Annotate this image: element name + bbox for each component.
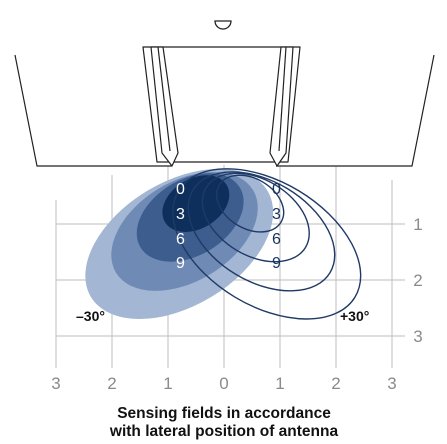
field-label-right-3: 3 xyxy=(272,206,281,223)
field-label-left-6: 6 xyxy=(176,231,185,248)
field-right-outer xyxy=(172,168,362,320)
field-right-band2 xyxy=(187,171,336,292)
x-tick: 1 xyxy=(275,374,284,393)
y-tick: 2 xyxy=(413,271,422,290)
y-tick: 3 xyxy=(413,327,422,346)
angle-label-right: +30° xyxy=(340,308,369,324)
caption-line-1: Sensing fields in accordance xyxy=(117,405,331,422)
field-label-left-3: 3 xyxy=(176,206,185,223)
caption-line-2: with lateral position of antenna xyxy=(109,423,339,440)
sensing-field-left xyxy=(85,168,274,320)
x-axis-ticks: 3 2 1 0 1 2 3 xyxy=(51,374,396,393)
field-labels-right: 0 3 6 9 xyxy=(272,181,281,272)
field-label-right-9: 9 xyxy=(272,255,281,272)
angle-label-left: –30° xyxy=(76,308,105,324)
field-labels-left: 0 3 6 9 xyxy=(176,181,185,272)
vehicle-structure xyxy=(0,46,447,167)
x-tick: 1 xyxy=(163,374,172,393)
center-housing xyxy=(142,46,301,163)
field-label-left-0: 0 xyxy=(176,181,185,198)
x-tick: 3 xyxy=(51,374,60,393)
field-right-core xyxy=(216,174,285,233)
x-tick: 3 xyxy=(387,374,396,393)
field-label-right-6: 6 xyxy=(272,231,281,248)
field-label-right-0: 0 xyxy=(272,181,281,198)
y-axis-ticks: 1 2 3 xyxy=(413,215,422,346)
sensor-dome-icon xyxy=(214,20,232,30)
y-tick: 1 xyxy=(413,215,422,234)
sensing-field-right xyxy=(172,168,362,320)
x-tick: 0 xyxy=(219,374,228,393)
x-tick: 2 xyxy=(331,374,340,393)
x-tick: 2 xyxy=(107,374,116,393)
field-label-left-9: 9 xyxy=(176,255,185,272)
field-right-band1 xyxy=(201,172,310,263)
